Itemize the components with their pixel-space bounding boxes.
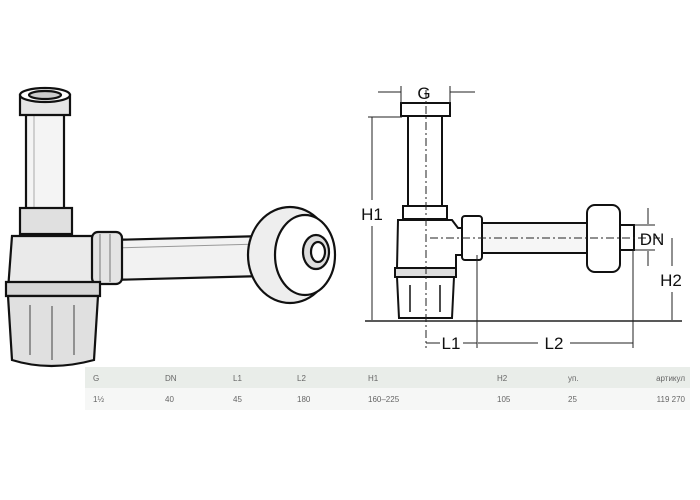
label-h1: H1	[361, 205, 383, 224]
cell-l1: 45	[233, 395, 242, 404]
label-l1: L1	[442, 334, 461, 353]
table-header-row: G DN L1 L2 H1 H2 уп. артикул	[85, 367, 690, 388]
label-l2: L2	[545, 334, 564, 353]
cell-article: 119 270	[656, 395, 685, 404]
cell-g: 1½	[93, 395, 105, 404]
header-l1: L1	[233, 374, 242, 383]
header-h1: H1	[368, 374, 379, 383]
header-l2: L2	[297, 374, 306, 383]
cell-h2: 105	[497, 395, 511, 404]
header-article: артикул	[656, 374, 685, 383]
cell-dn: 40	[165, 395, 174, 404]
header-h2: H2	[497, 374, 508, 383]
cell-pack: 25	[568, 395, 577, 404]
header-pack: уп.	[568, 374, 579, 383]
cell-h1: 160–225	[368, 395, 400, 404]
label-h2: H2	[660, 271, 682, 290]
header-dn: DN	[165, 374, 177, 383]
label-g: G	[417, 84, 430, 103]
spec-table: G DN L1 L2 H1 H2 уп. артикул 1½ 40 45 18…	[85, 367, 690, 410]
label-dn: DN	[640, 230, 665, 249]
table-row: 1½ 40 45 180 160–225 105 25 119 270	[85, 388, 690, 410]
cell-l2: 180	[297, 395, 311, 404]
header-g: G	[93, 374, 100, 383]
